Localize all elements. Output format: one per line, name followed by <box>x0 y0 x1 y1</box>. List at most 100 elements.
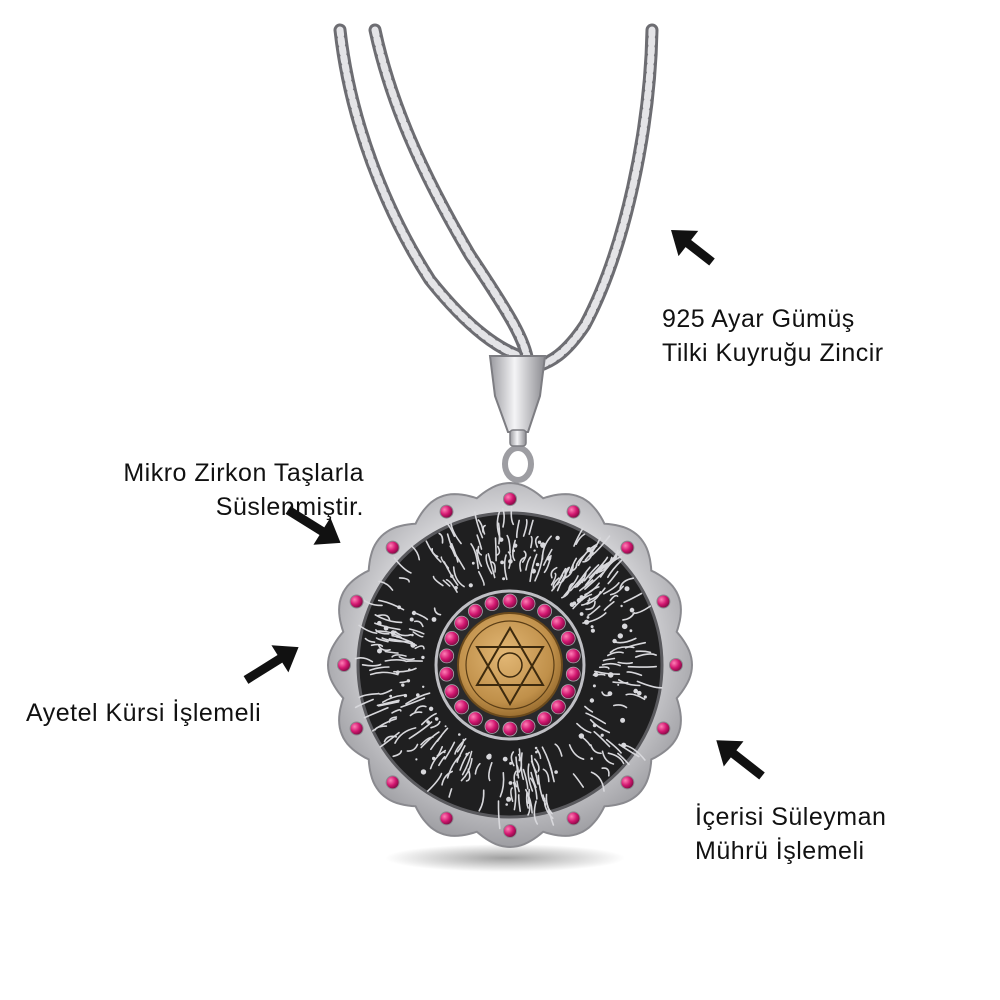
engraving-stroke <box>391 654 407 658</box>
zircon-stone <box>439 504 454 519</box>
arrow-icon <box>285 506 341 545</box>
callout-engraving-line1: Ayetel Kürsi İşlemeli <box>26 699 262 727</box>
engraving-dot <box>426 720 430 724</box>
engraving-stroke <box>537 774 545 802</box>
engraving-stroke <box>607 570 619 585</box>
engraving-stroke <box>589 719 611 734</box>
engraving-stroke <box>601 767 610 777</box>
engraving-stroke <box>533 800 539 825</box>
engraving-stroke <box>391 709 402 714</box>
engraving-stroke <box>361 663 382 667</box>
engraving-stroke <box>478 570 485 586</box>
engraving-dot <box>512 549 515 553</box>
zircon-stone <box>467 603 483 619</box>
engraving-stroke <box>612 681 629 684</box>
engraving-stroke <box>525 556 532 571</box>
engraving-stroke <box>497 800 501 830</box>
engraving-dot <box>617 683 620 686</box>
engraving-stroke <box>590 744 602 755</box>
engraving-dot <box>428 706 434 711</box>
engraving-stroke <box>405 692 431 705</box>
zircon-stone <box>551 615 566 631</box>
engraving-dot <box>629 629 633 633</box>
engraving-dot <box>533 549 536 552</box>
engraving-stroke <box>501 507 505 528</box>
engraving-dot <box>624 586 630 592</box>
engraving-dot <box>579 612 584 616</box>
engraving-stroke <box>512 781 517 811</box>
zircon-stone <box>656 594 671 609</box>
zircon-stone <box>560 631 576 646</box>
engraving-dot <box>396 635 399 638</box>
engraving-stroke <box>436 746 443 757</box>
outer-zircon-stones <box>337 492 683 838</box>
engraving-dot <box>572 601 577 605</box>
engraving-stroke <box>556 567 567 586</box>
callout-center-line1: İçerisi Süleyman <box>695 803 887 831</box>
engraving-dot <box>443 751 446 754</box>
engraving-stroke <box>517 794 521 812</box>
engraving-stroke <box>377 614 391 621</box>
engraving-stroke <box>607 559 623 579</box>
engraving-dot <box>411 610 417 616</box>
engraving-dot <box>499 537 504 542</box>
zircon-stone <box>503 492 517 506</box>
engraving-stroke <box>625 693 646 701</box>
zircon-stone <box>551 699 566 715</box>
engraving-stroke <box>487 553 496 579</box>
engraving-stroke <box>577 543 598 567</box>
engraving-dot <box>555 535 560 541</box>
engraving-stroke <box>527 763 534 792</box>
engraving-stroke <box>589 545 598 558</box>
engraving-stroke <box>474 762 481 775</box>
engraving-stroke <box>421 712 437 726</box>
engraving-stroke <box>591 535 611 556</box>
engraving-dot <box>592 684 596 688</box>
engraving-dot <box>432 756 436 761</box>
engraving-stroke <box>376 699 400 707</box>
engraving-stroke <box>525 788 533 814</box>
engraving-stroke <box>522 519 528 537</box>
engraving-dot <box>389 694 393 698</box>
zircon-stone <box>502 593 518 609</box>
engraving-stroke <box>409 711 423 717</box>
engraving-stroke <box>576 722 592 734</box>
engraving-stroke <box>534 758 540 772</box>
engraving-stroke <box>519 556 526 572</box>
engraving-stroke <box>587 605 601 616</box>
engraving-stroke <box>568 744 585 760</box>
engraving-dot <box>406 679 411 683</box>
engraving-dot <box>420 769 427 775</box>
engraving-dot <box>411 633 414 637</box>
engraving-stroke <box>438 532 444 544</box>
engraving-stroke <box>358 624 378 634</box>
engraving-dot <box>506 796 512 802</box>
zircon-stone <box>502 721 518 737</box>
engraving-stroke <box>605 738 622 754</box>
engraving-stroke <box>516 780 520 793</box>
engraving-stroke <box>634 653 657 658</box>
engraving-stroke <box>369 671 399 676</box>
engraving-stroke <box>438 756 446 767</box>
engraving-dot <box>535 750 538 754</box>
engraving-stroke <box>603 601 615 611</box>
zircon-stone <box>565 648 581 664</box>
engraving-dot <box>607 691 613 696</box>
engraving-stroke <box>626 671 643 677</box>
engraving-stroke <box>572 773 584 788</box>
hexagram-icon <box>475 626 545 686</box>
engraving-dot <box>390 630 396 636</box>
engraving-stroke <box>573 527 584 547</box>
engraving-dot <box>410 642 416 648</box>
engraving-stroke <box>510 751 515 767</box>
arrow-icon <box>716 740 765 780</box>
zircon-stone <box>444 684 460 699</box>
engraving-dot <box>409 617 414 622</box>
engraving-stroke <box>556 567 570 592</box>
engraving-stroke <box>441 770 453 786</box>
engraving-stroke <box>520 752 525 781</box>
zircon-stone <box>439 666 455 682</box>
engraving-stroke <box>414 705 427 713</box>
engraving-stroke <box>576 566 591 587</box>
engraving-dot <box>401 683 405 687</box>
